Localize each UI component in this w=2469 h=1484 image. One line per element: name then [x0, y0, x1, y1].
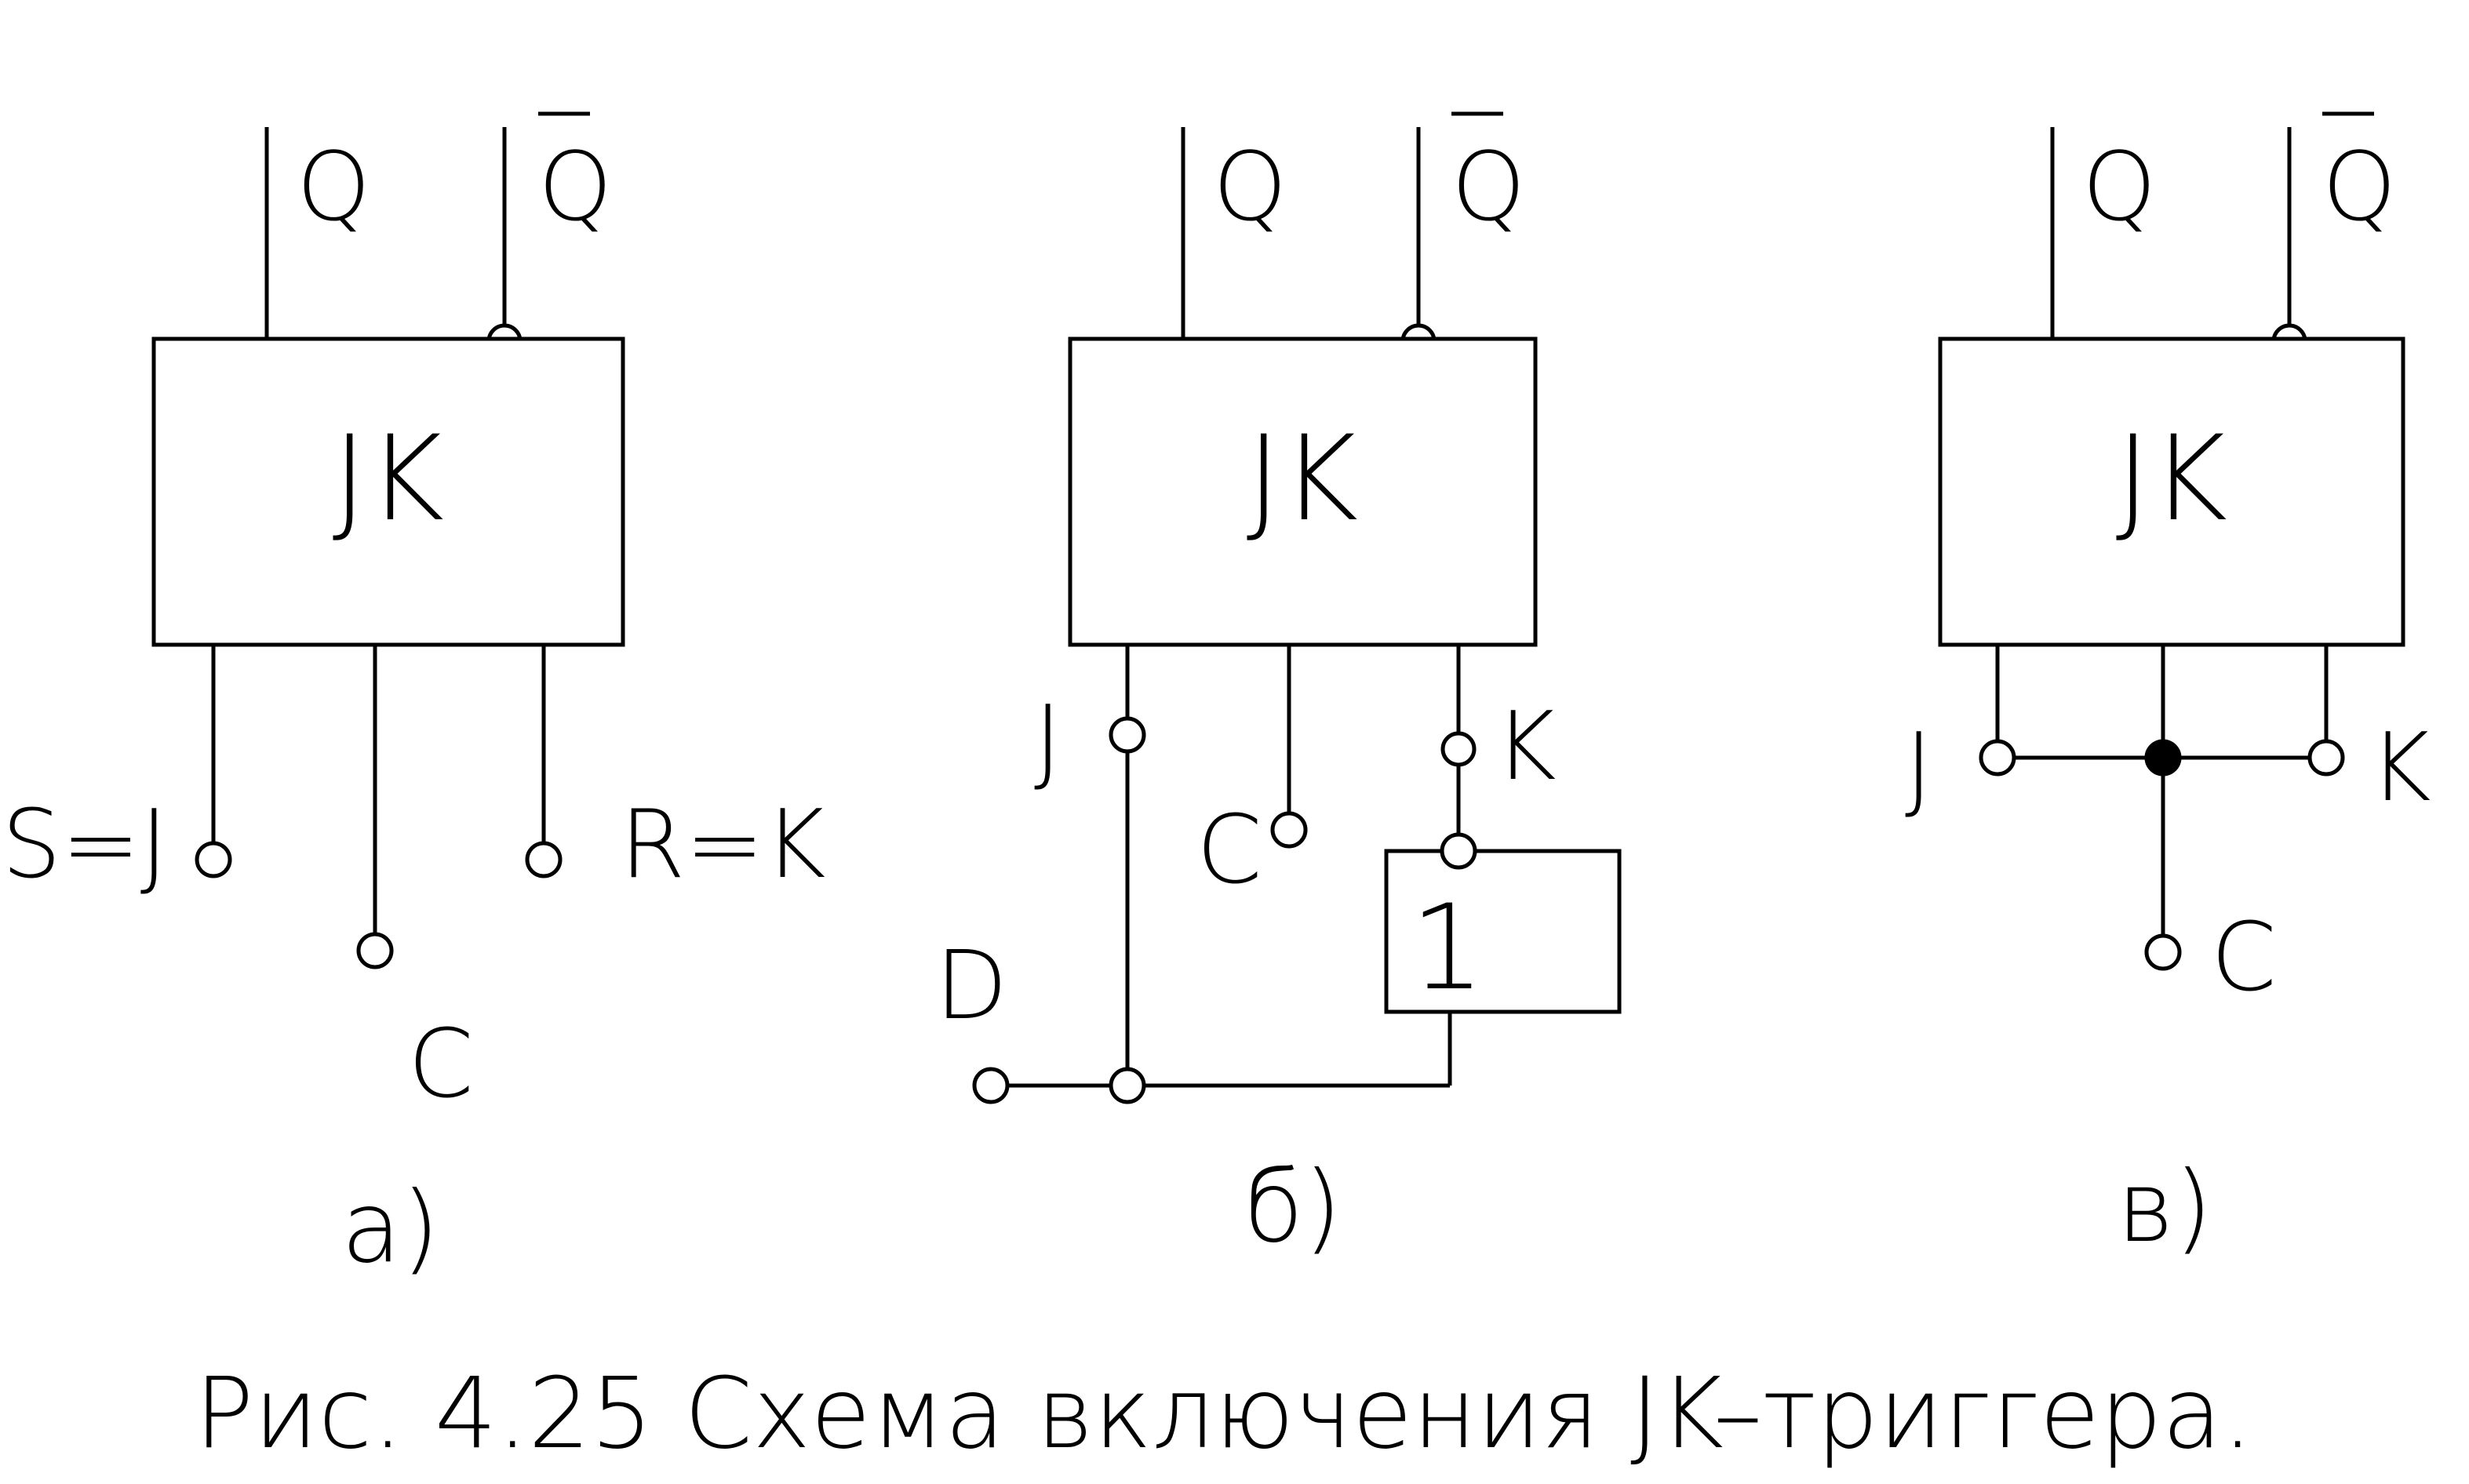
- panel-a: Q Q JK S=J C R=K a): [2, 111, 826, 1285]
- d-input-terminal: [972, 1067, 1010, 1104]
- panel-c-caption: в): [2117, 1151, 2212, 1264]
- qbar-output-label: Q: [1451, 133, 1525, 242]
- s-input-terminal: [195, 841, 232, 878]
- jk-block-label: JK: [2116, 411, 2228, 547]
- q-output-label: Q: [297, 133, 370, 242]
- j-input-terminal: [1109, 716, 1146, 754]
- figure-caption: Рис. 4.25 Схема включения JK–триггера.: [195, 1357, 2253, 1471]
- k-input-terminal: [2307, 739, 2345, 777]
- k-input-label: K: [2369, 714, 2431, 823]
- c-input-label: C: [2211, 904, 2277, 1013]
- q-output-label: Q: [2082, 133, 2156, 242]
- j-input-label: J: [1034, 686, 1062, 795]
- r-input-terminal: [525, 841, 563, 878]
- k-input-label: K: [1495, 693, 1557, 802]
- jk-flipflop-block: [151, 336, 625, 647]
- junction-dot: [2144, 739, 2182, 777]
- k-input-terminal: [1440, 731, 1477, 767]
- inverter-label: 1: [1410, 880, 1484, 1017]
- c-input-terminal: [1270, 811, 1308, 849]
- c-input-label: C: [408, 1010, 474, 1119]
- d-input-label: D: [935, 932, 1007, 1041]
- panel-a-caption: a): [341, 1171, 439, 1285]
- s-j-input-label: S=J: [2, 791, 168, 900]
- c-input-terminal: [356, 932, 394, 969]
- c-input-label: C: [1196, 796, 1262, 905]
- panel-b: Q Q JK J C K 1 D б): [935, 111, 1622, 1264]
- jk-block-label: JK: [333, 411, 445, 547]
- qbar-output-label: Q: [538, 133, 612, 242]
- qbar-output-label: Q: [2322, 133, 2396, 242]
- panel-c: Q Q JK J K C в): [1905, 111, 2431, 1264]
- jk-flipflop-block: [1068, 336, 1538, 647]
- r-k-input-label: R=K: [620, 791, 826, 900]
- panel-b-caption: б): [1244, 1151, 1342, 1264]
- d-junction-node: [1109, 1067, 1146, 1104]
- inverter-block: [1384, 849, 1622, 1014]
- jk-flipflop-block: [1938, 336, 2405, 647]
- jk-block-label: JK: [1247, 411, 1359, 547]
- c-input-terminal: [2144, 933, 2182, 971]
- j-input-terminal: [1979, 739, 2016, 777]
- j-input-label: J: [1905, 714, 1932, 823]
- inverter-output-bubble: [1440, 832, 1477, 870]
- q-output-label: Q: [1213, 133, 1287, 242]
